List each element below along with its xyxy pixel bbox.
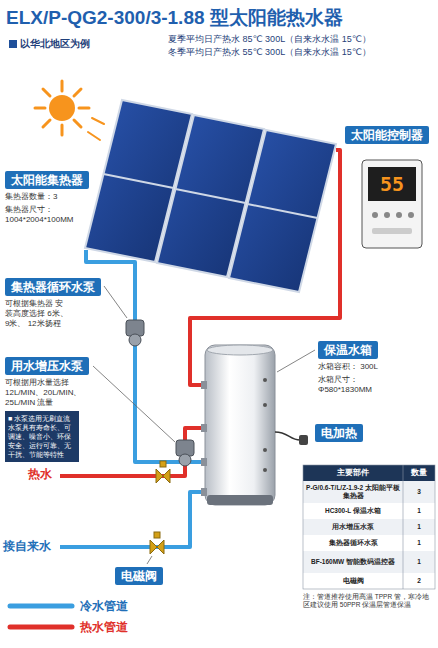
pipes xyxy=(60,150,340,547)
callout-title: 太阳能控制器 xyxy=(345,126,429,144)
pipe-label: 接自来水 xyxy=(3,539,51,553)
table-cell: 2 xyxy=(403,573,435,589)
water-tank xyxy=(201,345,275,505)
sun-icon xyxy=(35,81,104,140)
region-note: 以华北地区为例 xyxy=(20,38,90,50)
legend-sample xyxy=(10,606,72,627)
table-header: 数量 xyxy=(403,465,435,481)
note-box: ■ 水泵选用无刷直流水泵具有寿命长、可调速、噪音小、环保安全、运行可靠、无干扰、… xyxy=(5,411,79,462)
controller-device xyxy=(362,160,422,248)
diagram-title: ELX/P-QG2-300/3-1.88 型太阳能热水器 xyxy=(6,6,343,30)
callout-box: 用水增压水泵可根据用水量选择 12L/MIN、20L/MIN、 25L/MIN … xyxy=(5,356,93,408)
performance-note: 冬季平均日产热水 55℃ 300L（自来水水温 15℃） xyxy=(168,47,371,58)
table-cell: 3 xyxy=(403,481,435,503)
note-text: ■ 水泵选用无刷直流水泵具有寿命长、可调速、噪音小、环保安全、运行可靠、无干扰、… xyxy=(8,414,76,459)
callout-box: 太阳能集热器集热器数量：3 集热器尺寸： 1004*2004*100MM xyxy=(5,170,89,225)
performance-note: 夏季平均日产热水 85℃ 300L（自来水水温 15℃） xyxy=(168,34,371,45)
callout-text: 水箱容积： 300L xyxy=(318,362,410,372)
leader-lines xyxy=(93,286,315,564)
callout-text: 可根据集热器 安装高度选择 6米、9米、 12米扬程 xyxy=(5,299,69,329)
table-cell: 1 xyxy=(403,551,435,573)
table-cell: BF-160MW 智能数码温控器 xyxy=(303,551,403,573)
bullet xyxy=(9,40,17,48)
callout-box: 太阳能控制器 xyxy=(345,125,429,144)
table-note: 注：管道推荐使用高温 TPPR 管，寒冷地区建议使用 50PPR 保温层管道保温 xyxy=(303,593,435,609)
callout-text: 可根据用水量选择 12L/MIN、20L/MIN、 25L/MIN 流量 xyxy=(5,378,93,408)
callout-box: 电加热 xyxy=(315,423,363,442)
callout-title: 集热器循环水泵 xyxy=(5,278,101,296)
pump-symbol xyxy=(126,320,194,466)
display-value: 55 xyxy=(368,171,416,197)
table-cell: 1 xyxy=(403,503,435,519)
callout-text: 水箱尺寸： Φ580*1830MM xyxy=(318,375,410,395)
callout-title: 电磁阀 xyxy=(115,567,163,585)
table-cell: HC300-L 保温水箱 xyxy=(303,503,403,519)
callout-title: 保温水箱 xyxy=(318,341,378,359)
table-cell: 集热器循环水泵 xyxy=(303,535,403,551)
callout-title: 用水增压水泵 xyxy=(5,357,89,375)
callout-box: 电磁阀 xyxy=(115,566,163,585)
callout-title: 太阳能集热器 xyxy=(5,171,89,189)
callout-box: 保温水箱水箱容积： 300L 水箱尺寸： Φ580*1830MM xyxy=(318,340,410,395)
table-cell: 用水增压水泵 xyxy=(303,519,403,535)
table-cell: 1 xyxy=(403,519,435,535)
table-header: 主要部件 xyxy=(303,465,403,481)
callout-text: 集热器数量：3 xyxy=(5,192,87,202)
heater-plug xyxy=(275,432,308,445)
callout-box: 集热器循环水泵可根据集热器 安装高度选择 6米、9米、 12米扬程 xyxy=(5,277,101,329)
table-cell: P-G/0.6-T/L/Z-1.9-2 太阳能平板集热器 xyxy=(303,481,403,503)
legend-text: 热水管道 xyxy=(80,620,128,634)
valve-symbol xyxy=(150,461,170,554)
table-cell: 电磁阀 xyxy=(303,573,403,589)
pipe-label: 热水 xyxy=(28,467,52,481)
callout-text: 集热器尺寸： 1004*2004*100MM xyxy=(5,205,87,225)
callout-title: 电加热 xyxy=(315,424,363,442)
table-cell: 1 xyxy=(403,535,435,551)
table-grid xyxy=(303,465,435,589)
legend-text: 冷水管道 xyxy=(80,599,128,613)
